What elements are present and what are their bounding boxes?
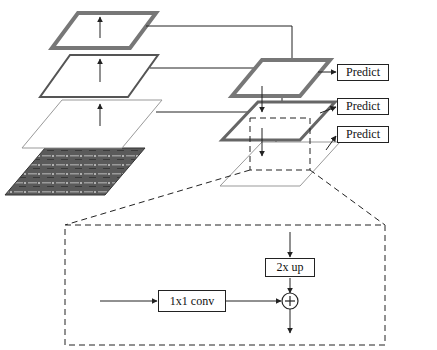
predict-line: [326, 136, 336, 150]
flow-arrow: [290, 232, 291, 257]
box-label: Predict: [346, 128, 380, 140]
feature-plane: [40, 55, 158, 97]
predict-box: Predict: [337, 98, 389, 115]
add-symbol: [289, 296, 290, 306]
box-label: 1x1 conv: [170, 295, 214, 307]
predict-box: Predict: [337, 126, 389, 143]
up-arrow: [100, 104, 101, 126]
flow-arrow: [290, 309, 291, 333]
down-arrow: [262, 128, 263, 156]
feature-plane: [52, 13, 156, 48]
zoom-line: [65, 170, 250, 225]
feature-plane: [232, 60, 330, 96]
add-symbol: [282, 293, 298, 309]
process-box: 2x up: [265, 258, 315, 277]
process-box: 1x1 conv: [158, 290, 226, 312]
flow-arrow: [100, 301, 157, 302]
predict-line: [320, 107, 336, 113]
box-label: 2x up: [277, 261, 304, 273]
predict-line: [318, 72, 336, 73]
predict-box: Predict: [337, 64, 389, 81]
down-arrow: [262, 86, 263, 112]
up-arrow: [100, 17, 101, 38]
zoom-region: [250, 118, 310, 170]
box-label: Predict: [346, 66, 380, 78]
feature-plane: [22, 100, 162, 148]
zoom-box: [65, 225, 385, 345]
flow-arrow: [290, 278, 291, 293]
flow-arrow: [226, 301, 281, 302]
box-label: Predict: [346, 100, 380, 112]
feature-plane: [222, 102, 335, 140]
zoom-line: [310, 170, 385, 225]
up-arrow: [100, 59, 101, 82]
image-plane: [5, 148, 145, 195]
